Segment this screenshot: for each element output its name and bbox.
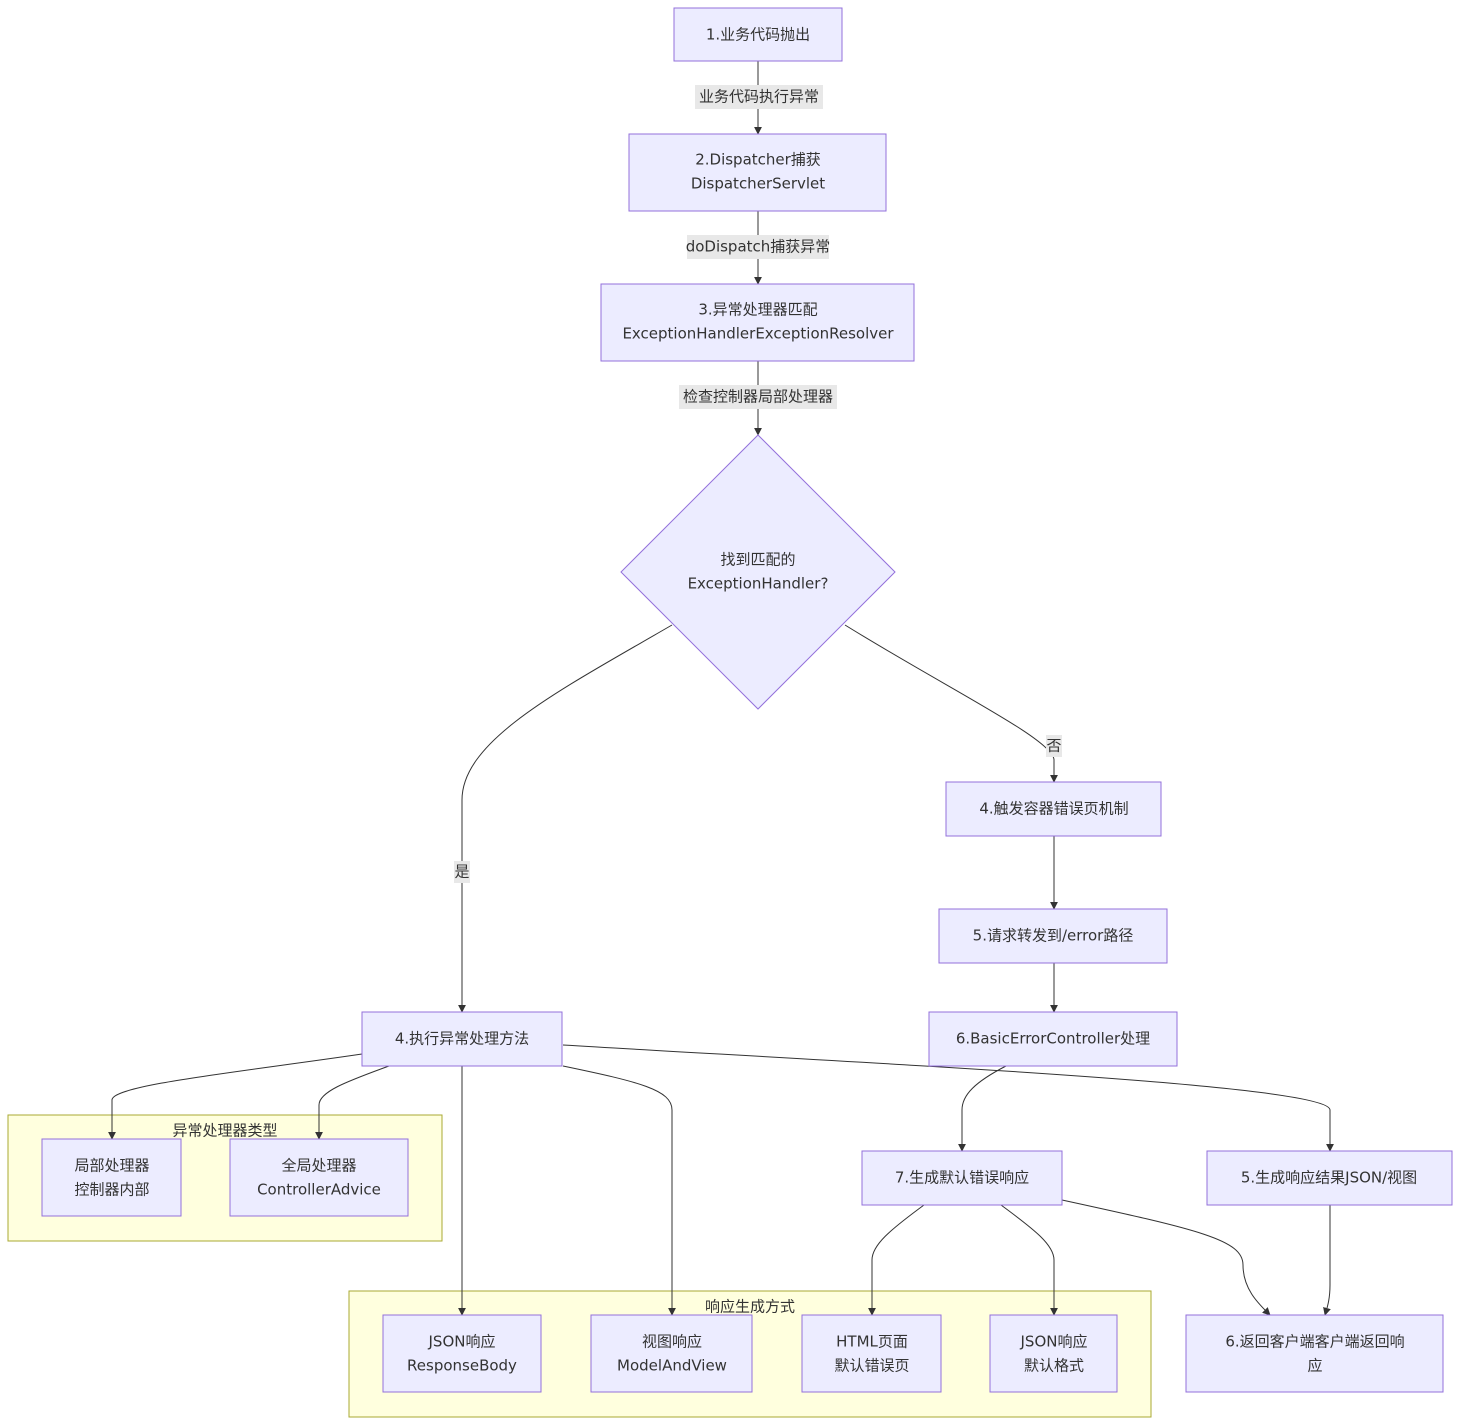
svg-text:ResponseBody: ResponseBody [407,1357,517,1375]
node-json-response: JSON响应 ResponseBody [382,1314,542,1393]
edge-4a-view [562,1065,676,1316]
svg-text:局部处理器: 局部处理器 [74,1157,149,1175]
node-handler-match: 3.异常处理器匹配 ExceptionHandlerExceptionResol… [600,283,915,362]
svg-text:5.生成响应结果JSON/视图: 5.生成响应结果JSON/视图 [1241,1169,1417,1187]
node-local-handler: 局部处理器 控制器内部 [41,1138,182,1217]
edge-label-yes: 是 [454,861,470,883]
node-return-client: 6.返回客户端客户端返回响 应 [1185,1314,1444,1393]
svg-text:业务代码执行异常: 业务代码执行异常 [699,88,819,106]
edge-4a-global [315,1065,390,1140]
svg-text:默认格式: 默认格式 [1024,1357,1084,1375]
edge-7-6r [1061,1199,1271,1316]
svg-text:7.生成默认错误响应: 7.生成默认错误响应 [895,1169,1029,1187]
node-dispatcher-catch: 2.Dispatcher捕获 DispatcherServlet [628,133,887,212]
node-business-throw: 1.业务代码抛出 [673,7,843,62]
node-generate-result: 5.生成响应结果JSON/视图 [1206,1150,1453,1206]
node-json-default: JSON响应 默认格式 [989,1314,1118,1393]
svg-text:4.触发容器错误页机制: 4.触发容器错误页机制 [979,800,1128,818]
svg-text:视图响应: 视图响应 [642,1333,702,1351]
node-container-error-page: 4.触发容器错误页机制 [945,781,1162,837]
svg-text:JSON响应: JSON响应 [428,1333,496,1351]
svg-text:DispatcherServlet: DispatcherServlet [691,175,825,193]
svg-text:ExceptionHandler?: ExceptionHandler? [688,575,829,593]
svg-text:ExceptionHandlerExceptionResol: ExceptionHandlerExceptionResolver [622,325,894,343]
svg-text:全局处理器: 全局处理器 [281,1157,356,1175]
edge-label-execution-exception: 业务代码执行异常 [695,85,823,109]
edge-decision-no [844,624,1058,783]
edge-4a-5r [562,1044,1334,1152]
edge-decision-yes [458,624,673,1013]
svg-text:ControllerAdvice: ControllerAdvice [257,1181,381,1199]
svg-text:默认错误页: 默认错误页 [834,1357,909,1375]
edge-4a-local [108,1053,363,1140]
svg-text:2.Dispatcher捕获: 2.Dispatcher捕获 [695,151,821,169]
node-forward-error: 5.请求转发到/error路径 [938,908,1168,964]
edge-6b-7 [958,1065,1007,1152]
node-basic-error-controller: 6.BasicErrorController处理 [928,1011,1178,1067]
cluster-title-responses: 响应生成方式 [705,1298,795,1316]
edge-label-no: 否 [1046,735,1062,757]
svg-text:5.请求转发到/error路径: 5.请求转发到/error路径 [973,927,1134,945]
edge-7-html [868,1204,925,1316]
edge-7-jsond [1000,1204,1058,1316]
edge-label-check-local: 检查控制器局部处理器 [679,385,837,409]
node-global-handler: 全局处理器 ControllerAdvice [229,1138,409,1217]
svg-text:1.业务代码抛出: 1.业务代码抛出 [706,26,810,44]
node-execute-handler: 4.执行异常处理方法 [361,1011,563,1067]
svg-text:找到匹配的: 找到匹配的 [720,551,795,569]
edge-label-dodispatch: doDispatch捕获异常 [686,235,831,259]
svg-text:检查控制器局部处理器: 检查控制器局部处理器 [683,388,833,406]
node-view-response: 视图响应 ModelAndView [590,1314,753,1393]
svg-text:6.返回客户端客户端返回响: 6.返回客户端客户端返回响 [1225,1333,1404,1351]
edge-5r-6r [1323,1205,1331,1316]
node-html-page: HTML页面 默认错误页 [801,1314,942,1393]
svg-text:ModelAndView: ModelAndView [617,1357,727,1375]
svg-text:是: 是 [454,863,469,881]
svg-text:JSON响应: JSON响应 [1020,1333,1088,1351]
svg-text:doDispatch捕获异常: doDispatch捕获异常 [686,238,831,256]
svg-text:应: 应 [1307,1357,1322,1375]
svg-text:4.执行异常处理方法: 4.执行异常处理方法 [395,1030,529,1048]
svg-text:6.BasicErrorController处理: 6.BasicErrorController处理 [956,1030,1150,1048]
svg-text:控制器内部: 控制器内部 [74,1181,149,1199]
node-decision-found-handler: 找到匹配的 ExceptionHandler? [620,434,896,710]
cluster-title-handlers: 异常处理器类型 [172,1122,277,1140]
svg-text:3.异常处理器匹配: 3.异常处理器匹配 [698,301,817,319]
svg-text:HTML页面: HTML页面 [836,1333,908,1351]
node-default-error-response: 7.生成默认错误响应 [861,1150,1063,1206]
svg-text:否: 否 [1046,737,1061,755]
